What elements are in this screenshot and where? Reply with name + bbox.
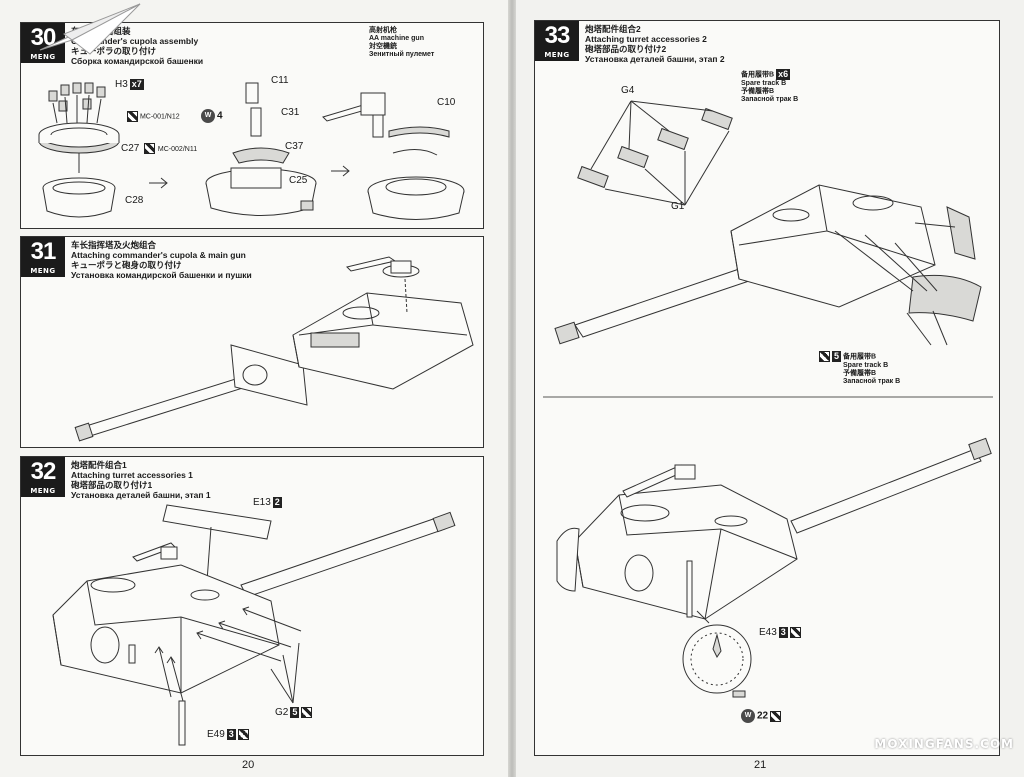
cement-icon: W	[741, 709, 755, 723]
step-31-badge: 31 MENG	[21, 237, 65, 277]
step-32-panel: 32 MENG 炮塔配件组合1 Attaching turret accesso…	[20, 456, 484, 756]
turret-accessories-2-drawing	[543, 100, 993, 698]
turret-accessories-1-drawing	[52, 504, 456, 746]
paper-plane-icon	[39, 3, 141, 55]
step-33-panel: 33 MENG 炮塔配件组合2 Attaching turret accesso…	[534, 20, 1000, 756]
right-page: 33 MENG 炮塔配件组合2 Attaching turret accesso…	[516, 0, 1024, 777]
part-c28-label: C28	[125, 195, 144, 206]
watermark-text: MOXINGFANS.COM	[874, 737, 1014, 751]
aa-machine-gun-label: 高射机枪 AA machine gun 対空機銃 Зенитный пулеме…	[369, 27, 435, 58]
flip-icon	[789, 627, 801, 638]
flip-icon	[819, 351, 830, 362]
step-number: 33	[544, 22, 571, 49]
paint-mc001-label: MC-001/N12	[125, 111, 180, 122]
step-30-panel: 30 MENG 车长指挥塔组装 Commander's cupola assem…	[20, 22, 484, 229]
step-title: 炮塔配件组合2 Attaching turret accessories 2 砲…	[585, 24, 725, 64]
step-32-badge: 32 MENG	[21, 457, 65, 497]
flip-icon	[237, 729, 249, 740]
step-title: 车长指挥塔及火炮组合 Attaching commander's cupola …	[71, 240, 252, 280]
quantity-badge: 5	[832, 351, 842, 362]
quantity-badge: x6	[776, 69, 791, 80]
step-title: 炮塔配件组合1 Attaching turret accessories 1 砲…	[71, 460, 211, 500]
quantity-badge: 5	[290, 707, 300, 718]
step-number: 32	[30, 458, 57, 485]
step-31-panel: 31 MENG 车长指挥塔及火炮组合 Attaching commander's…	[20, 236, 484, 448]
part-c25-label: C25	[289, 175, 308, 186]
brand-logo: MENG	[30, 487, 56, 495]
brand-logo: MENG	[544, 51, 570, 59]
brand-logo: MENG	[30, 53, 56, 61]
part-c11-label: C11	[271, 75, 289, 86]
step-33-badge: 33 MENG	[535, 21, 579, 61]
part-c37-label: C37	[285, 141, 304, 152]
flip-icon	[770, 710, 782, 722]
quantity-badge: 3	[778, 627, 788, 638]
page-number: 20	[242, 759, 255, 771]
paint-swatch-icon	[127, 111, 138, 122]
part-c10-label: C10	[437, 97, 456, 108]
flip-icon	[301, 707, 313, 718]
quantity-badge: x7	[129, 79, 144, 90]
cement-icon: W	[201, 109, 215, 123]
quantity-badge: 2	[272, 497, 282, 508]
part-c27-label: C27 MC-002/N11	[121, 143, 198, 155]
cupola-and-gun-drawing	[74, 256, 474, 442]
cupola-assembly-drawing	[38, 82, 465, 220]
part-g4-label: G4	[621, 85, 635, 96]
part-c31-label: C31	[281, 107, 300, 118]
part-g1-label: G1	[671, 201, 685, 212]
left-page: 30 MENG 车长指挥塔组装 Commander's cupola assem…	[0, 0, 508, 777]
spare-track-b-bottom-label: 5 备用履带B Spare track B 予備履帯B Запасной тра…	[817, 351, 900, 386]
brand-logo: MENG	[30, 267, 56, 275]
paint-swatch-icon	[144, 143, 156, 154]
book-gutter	[508, 0, 516, 777]
page-number: 21	[754, 759, 767, 771]
step-number: 31	[30, 238, 57, 265]
quantity-badge: 3	[226, 729, 236, 740]
